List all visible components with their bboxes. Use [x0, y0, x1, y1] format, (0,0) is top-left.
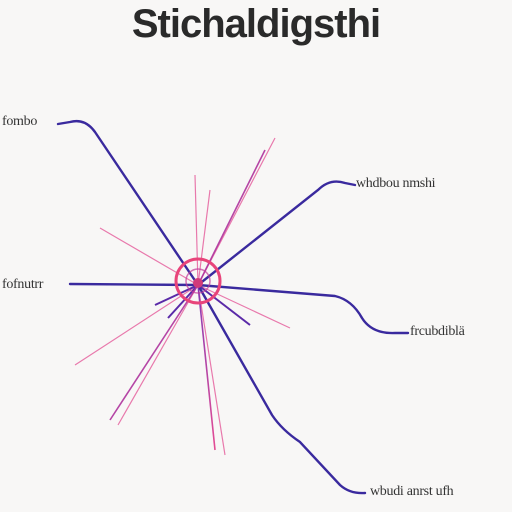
spoke-ray: [74, 284, 199, 366]
spoke-gradient: [197, 284, 216, 451]
connector-bottom-right: [196, 283, 367, 495]
spoke-ray: [194, 174, 199, 286]
connector-top-right: [196, 180, 357, 287]
hub-inner-ring: [185, 268, 211, 294]
diagram-title: Stichaldigsthi: [131, 2, 381, 46]
spoke-ray: [117, 284, 199, 426]
hub-ring: [174, 257, 222, 305]
spoke-ray: [197, 284, 291, 329]
spoke-ray: [197, 284, 226, 456]
spoke-gradient: [109, 284, 199, 421]
main-spokes: [154, 284, 251, 326]
hub-core: [193, 278, 203, 288]
hub: [174, 257, 222, 305]
spoke-line: [197, 284, 251, 326]
label-bottom-right: wbudi anrst ufh: [370, 484, 454, 499]
connector-top-left: [56, 119, 200, 287]
connector-middle-left: [68, 282, 200, 287]
spoke-ray: [99, 227, 199, 286]
spoke-gradient: [197, 149, 266, 286]
label-top-left: fombo: [2, 114, 38, 129]
label-top-right: whdbou nmshi: [356, 176, 436, 191]
spoke-line: [154, 284, 199, 306]
spoke-line: [167, 284, 199, 319]
label-middle-left: fofnutrr: [2, 277, 44, 292]
connector-middle-right: [196, 283, 410, 335]
label-middle-right: frcubdiblä: [410, 324, 465, 339]
